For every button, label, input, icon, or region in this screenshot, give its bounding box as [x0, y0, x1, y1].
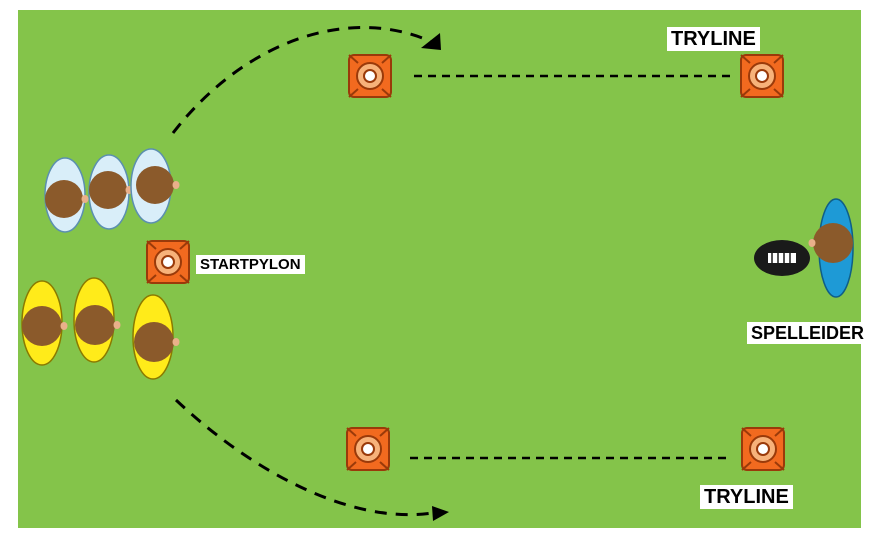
cone-pylon-icon [348, 54, 392, 98]
game-leader-player-icon [808, 198, 854, 298]
cone-pylon-icon [741, 427, 785, 471]
player-topdown-icon [21, 280, 68, 366]
rugby-ball-icon [754, 240, 810, 276]
cone-pylon-icon [740, 54, 784, 98]
player-topdown-icon [44, 157, 89, 233]
field-background [18, 10, 861, 528]
run-path-top [171, 26, 433, 134]
arrow-top-icon [421, 33, 441, 50]
tryline-top-label: TRYLINE [667, 27, 760, 51]
run-path-bottom [174, 398, 433, 517]
cone-pylon-icon [346, 427, 390, 471]
player-topdown-icon [130, 148, 180, 224]
arrow-bottom-icon [432, 506, 449, 521]
cone-pylon-icon [146, 240, 190, 284]
startpylon-label: STARTPYLON [196, 255, 305, 274]
player-topdown-icon [132, 294, 180, 380]
spelleider-label: SPELLEIDER [747, 322, 869, 344]
player-topdown-icon [73, 277, 121, 363]
player-topdown-icon [88, 154, 133, 230]
tryline-bottom-label: TRYLINE [700, 485, 793, 509]
